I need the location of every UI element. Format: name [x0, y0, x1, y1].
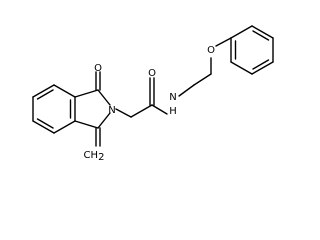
atom-labels: O N CH2 O N H O — [84, 45, 216, 163]
benzene-ring — [32, 84, 76, 134]
ether-oxygen-label: O — [207, 45, 215, 56]
bond-benzene-4 — [53, 120, 76, 134]
bond-benzene-1 — [32, 84, 55, 98]
bond-benzene-3 — [32, 120, 55, 134]
bond-camide-nh — [151, 104, 168, 115]
ring-nitrogen-label: N — [108, 105, 115, 116]
bond-phenyl-2 — [230, 61, 253, 75]
bond-benzene-inner-1 — [36, 89, 54, 100]
bond-ch2-ch2 — [193, 73, 212, 86]
side-chain — [115, 37, 232, 118]
bond-c3a-c1 — [74, 89, 99, 98]
phenyl-ring — [230, 25, 274, 75]
chemical-structure-diagram: O N CH2 O N H O — [32, 25, 274, 163]
bond-ch2-camide — [130, 104, 153, 118]
bond-benzene-inner-2 — [36, 118, 54, 129]
bond-phenyl-inner-3 — [252, 30, 270, 41]
bond-n-ch2 — [115, 108, 132, 118]
bond-c3-c7a — [74, 120, 99, 129]
methylene-carbon-label: CH2 — [84, 150, 105, 163]
ketone-oxygen-label: O — [94, 63, 102, 74]
bond-c1-n — [97, 89, 111, 106]
ketone-carbonyl — [95, 71, 101, 91]
bond-o-phenyl — [215, 37, 232, 47]
bond-phenyl-3 — [251, 61, 274, 75]
bond-n-c3 — [97, 112, 111, 129]
bond-phenyl-5 — [251, 25, 274, 39]
bond-phenyl-6 — [230, 25, 253, 39]
bond-nh-ch2 — [178, 84, 195, 97]
amide-oxygen-label: O — [148, 68, 156, 79]
isoindolinone-ring — [74, 89, 111, 129]
methylene-group — [95, 127, 101, 147]
bond-phenyl-inner-2 — [252, 59, 270, 70]
amide-nitrogen-label: N — [169, 92, 176, 103]
amide-hydrogen-label: H — [169, 106, 177, 117]
bond-benzene-6 — [53, 84, 76, 98]
